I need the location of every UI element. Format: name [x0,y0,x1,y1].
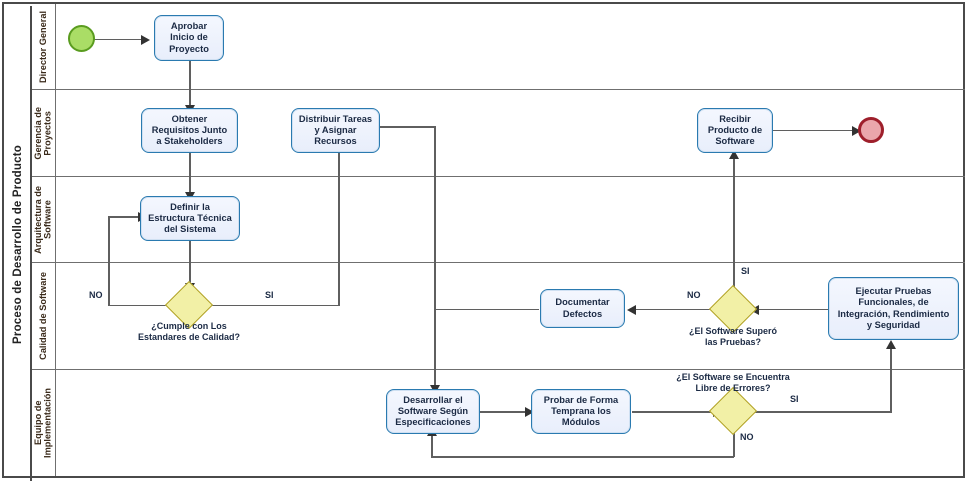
lane-label-gerencia-proyectos: Gerencia de Proyectos [32,106,53,160]
flow-gw-errores-si-h [750,411,892,413]
flow-recibir-to-end [772,129,856,132]
lane-header-equipo-implementacion: Equipo de Implementación [32,370,56,476]
task-probar-modulos[interactable]: Probar de Forma Temprana los Módulos [531,389,631,434]
task-label: Documentar Defectos [555,297,610,319]
flow-documentar-back-h [434,308,539,311]
task-label: Desarrollar el Software Según Especifica… [395,394,471,428]
pool-title-label: Proceso de Desarrollo de Producto [12,144,24,344]
lane-label-director-general: Director General [37,10,48,83]
flow-label-calidad-si: SI [265,290,274,300]
lane-label-calidad-software: Calidad de Software [37,272,48,360]
flow-gw-calidad-no-h2 [108,216,140,218]
arrowhead-ejecutar-in [886,340,896,349]
flow-label-pruebas-no: NO [687,290,701,300]
lane-arquitectura-software: Arquitectura de Software [32,177,965,263]
flow-desarrollar-to-probar [480,411,527,413]
lane-calidad-software: Calidad de Software [32,263,965,370]
task-obtener-requisitos[interactable]: Obtener Requisitos Junto a Stakeholders [141,108,238,153]
arrowhead-end-in [852,125,861,136]
start-event[interactable] [68,25,95,52]
flow-gw-calidad-no-v [108,216,110,306]
task-ejecutar-pruebas[interactable]: Ejecutar Pruebas Funcionales, de Integra… [828,277,959,340]
flow-gw-errores-no-v [733,428,735,457]
gateway-label-errores: ¿El Software se Encuentra Libre de Error… [676,372,790,393]
lane-header-director-general: Director General [32,4,56,89]
flow-gw-errores-no-h [431,456,734,458]
task-desarrollar-software[interactable]: Desarrollar el Software Según Especifica… [386,389,480,434]
flow-start-to-aprobar [93,38,142,41]
flow-distribuir-h [379,126,436,128]
flow-label-calidad-no: NO [89,290,103,300]
lane-header-calidad-software: Calidad de Software [32,263,56,369]
flow-distribuir-v [434,126,436,388]
flow-aprobar-to-obtener [189,60,191,108]
flow-definir-to-gw-calidad [189,241,191,288]
lane-director-general: Director General [32,4,965,90]
lane-label-arquitectura-software: Arquitectura de Software [32,185,53,254]
arrowhead-recibir-in [729,150,739,159]
flow-label-errores-si: SI [790,394,799,404]
lane-label-equipo-implementacion: Equipo de Implementación [32,388,53,458]
flow-label-pruebas-si: SI [741,266,750,276]
end-event[interactable] [858,117,884,143]
arrowhead-probar-in [525,407,534,417]
flow-gw-errores-si-v [890,345,892,412]
lane-header-gerencia-proyectos: Gerencia de Proyectos [32,90,56,176]
task-label: Probar de Forma Temprana los Módulos [543,394,619,428]
task-label: Recibir Producto de Software [707,113,763,147]
task-definir-estructura-tecnica[interactable]: Definir la Estructura Técnica del Sistem… [140,196,240,241]
task-label: Obtener Requisitos Junto a Stakeholders [151,113,228,147]
flow-ejecutar-to-gw-pruebas [752,308,828,311]
arrowhead-documentar-in [627,304,636,315]
flow-gw-pruebas-si-v [733,155,735,292]
gateway-label-calidad: ¿Cumple con Los Estandares de Calidad? [137,321,241,342]
task-label: Distribuir Tareas y Asignar Recursos [298,113,373,147]
arrowhead-aprobar-in [141,34,150,45]
flow-probar-to-gw-errores [632,411,717,413]
lane-header-arquitectura-software: Arquitectura de Software [32,177,56,262]
flow-gw-calidad-si-v [338,133,340,305]
lane-equipo-implementacion: Equipo de Implementación [32,370,965,476]
flow-gw-errores-no-v2 [431,432,433,457]
flow-label-errores-no: NO [740,432,754,442]
gateway-label-pruebas: ¿El Software Superó las Pruebas? [688,326,777,347]
task-documentar-defectos[interactable]: Documentar Defectos [540,289,625,328]
pool-title: Proceso de Desarrollo de Producto [6,6,32,481]
flow-gw-pruebas-no-h [633,308,718,311]
flow-gw-calidad-si-h [206,304,340,307]
task-label: Definir la Estructura Técnica del Sistem… [148,201,232,235]
task-label: Ejecutar Pruebas Funcionales, de Integra… [837,285,950,330]
lane-gerencia-proyectos: Gerencia de Proyectos [32,90,965,177]
flow-obtener-to-definir [189,153,191,195]
task-distribuir-tareas[interactable]: Distribuir Tareas y Asignar Recursos [291,108,380,153]
flow-gw-calidad-no-h [108,304,173,307]
task-label: Aprobar Inicio de Proyecto [169,21,209,54]
task-recibir-producto-software[interactable]: Recibir Producto de Software [697,108,773,153]
task-aprobar-inicio-de-proyecto[interactable]: Aprobar Inicio de Proyecto [154,15,224,61]
